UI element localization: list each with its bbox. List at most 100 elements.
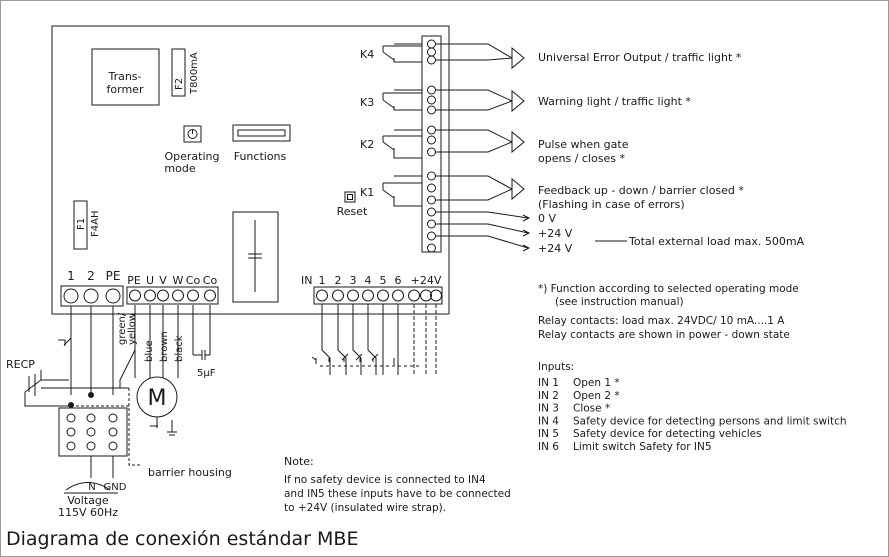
arrow-icon	[522, 229, 531, 237]
output-terminal-screw	[427, 55, 436, 65]
supply-cable	[65, 482, 111, 491]
functions-label: Functions	[234, 150, 287, 163]
diagram-caption: Diagrama de conexión estándar MBE	[6, 528, 359, 550]
output-terminal-screw	[427, 195, 436, 205]
input-terminal-label-5: 5	[380, 274, 387, 287]
terminal-label-co-1: Co	[186, 274, 201, 287]
function-note-1: *) Function according to selected operat…	[538, 283, 799, 295]
input-terminal-label-2: 2	[335, 274, 342, 287]
function-note-2: (see instruction manual)	[555, 296, 684, 308]
motor-terminal-screw	[129, 289, 141, 302]
relay-k4-label: K4	[360, 48, 374, 61]
output-terminal-screw	[427, 47, 436, 57]
relay-k3: K3	[360, 89, 422, 111]
input-terminal-label-24v: +24V	[411, 274, 442, 287]
input-id: IN 3	[538, 403, 559, 415]
relay-k2: K2	[360, 129, 422, 159]
wire-label-green: green/	[117, 312, 128, 345]
output-terminal-screw	[427, 219, 436, 229]
barrier-housing-label: barrier housing	[148, 466, 232, 479]
input-id: IN 5	[538, 428, 559, 440]
left-terminals	[63, 288, 216, 304]
output-universal-error: Universal Error Output / traffic light *	[538, 51, 742, 64]
motor-terminal-screw	[172, 289, 184, 302]
relay-note-1: Relay contacts: load max. 24VDC/ 10 mA..…	[538, 315, 785, 327]
output-terminal-screw	[427, 125, 436, 135]
output-arrow-icon	[511, 177, 525, 201]
input-id: IN 6	[538, 441, 559, 453]
mains-terminal-screw	[108, 427, 118, 437]
output-wiring	[435, 43, 531, 252]
wire-label-blue: blue	[144, 340, 155, 362]
output-terminal-screw	[427, 135, 436, 145]
inputs-title: Inputs:	[538, 361, 574, 373]
input-id: IN 2	[538, 390, 559, 402]
fuse-f2	[171, 48, 186, 97]
output-pulse-line-2: opens / closes *	[538, 152, 625, 165]
output-terminal-screw	[427, 39, 436, 49]
output-24v-1: +24 V	[538, 227, 573, 240]
input-description: Close *	[573, 403, 610, 415]
transformer	[91, 48, 160, 106]
arrow-icon	[522, 214, 531, 222]
input-description: Open 2 *	[573, 390, 620, 402]
power-terminal-screw	[63, 288, 79, 304]
motor-terminal-screw	[187, 289, 199, 302]
motor-terminal-screw	[157, 289, 169, 302]
input-id: IN 4	[538, 415, 559, 427]
mains-terminals	[66, 413, 118, 451]
input-description: Limit switch Safety for IN5	[573, 441, 712, 453]
capacitor-label: 5µF	[197, 368, 216, 379]
output-24v-2: +24 V	[538, 242, 573, 255]
relay-k2-label: K2	[360, 138, 374, 151]
power-terminal-block	[60, 285, 124, 307]
mains-terminal-screw	[66, 441, 76, 451]
load-note: Total external load max. 500mA	[628, 235, 805, 248]
mains-terminal-screw	[86, 413, 96, 423]
reset-label: Reset	[337, 205, 368, 218]
note-line-1: If no safety device is connected to IN4	[284, 474, 486, 486]
output-feedback-line-2: (Flashing in case of errors)	[538, 198, 685, 211]
terminal-label-v: V	[159, 274, 167, 287]
terminal-label-pe: PE	[106, 269, 121, 283]
input-terminals	[316, 289, 442, 302]
input-id: IN 1	[538, 377, 559, 389]
transformer-label-1: Trans-	[107, 70, 141, 83]
output-arrow-icon	[511, 89, 525, 113]
output-terminal-screw	[427, 85, 436, 95]
board-component	[232, 211, 279, 303]
note-line-2: and IN5 these inputs have to be connecte…	[284, 488, 511, 500]
fuse-f2-label: F2	[174, 78, 185, 90]
input-terminal-screw	[420, 289, 432, 302]
power-wiring	[24, 305, 211, 466]
input-terminal-label-1: 1	[319, 274, 326, 287]
input-wiring	[311, 304, 437, 375]
reset-button	[344, 191, 356, 203]
fuse-f1-rating: F4AH	[90, 211, 101, 237]
mains-terminal-screw	[108, 441, 118, 451]
input-description: Open 1 *	[573, 377, 620, 389]
functions-switch	[232, 124, 291, 142]
motor-label: M	[148, 386, 167, 411]
output-terminal-screw	[427, 207, 436, 217]
wire-label-yellow: yellow	[127, 313, 138, 345]
output-feedback-line-1: Feedback up - down / barrier closed *	[538, 184, 744, 197]
input-terminal-screw	[430, 289, 442, 302]
arrow-icon	[522, 244, 531, 252]
mains-terminal-screw	[66, 413, 76, 423]
output-terminal-screw	[427, 231, 436, 241]
input-terminal-screw	[408, 289, 420, 302]
dial-icon	[187, 129, 198, 139]
mains-terminal-screw	[86, 441, 96, 451]
terminal-label-w: W	[173, 274, 184, 287]
relay-k3-label: K3	[360, 96, 374, 109]
power-terminal-screw	[105, 288, 121, 304]
neutral-label: N	[88, 482, 95, 493]
input-terminal-label-4: 4	[365, 274, 372, 287]
output-terminal-screw	[427, 243, 436, 253]
motor-terminal-screw	[204, 289, 216, 302]
recp-label: RECP	[6, 358, 35, 371]
